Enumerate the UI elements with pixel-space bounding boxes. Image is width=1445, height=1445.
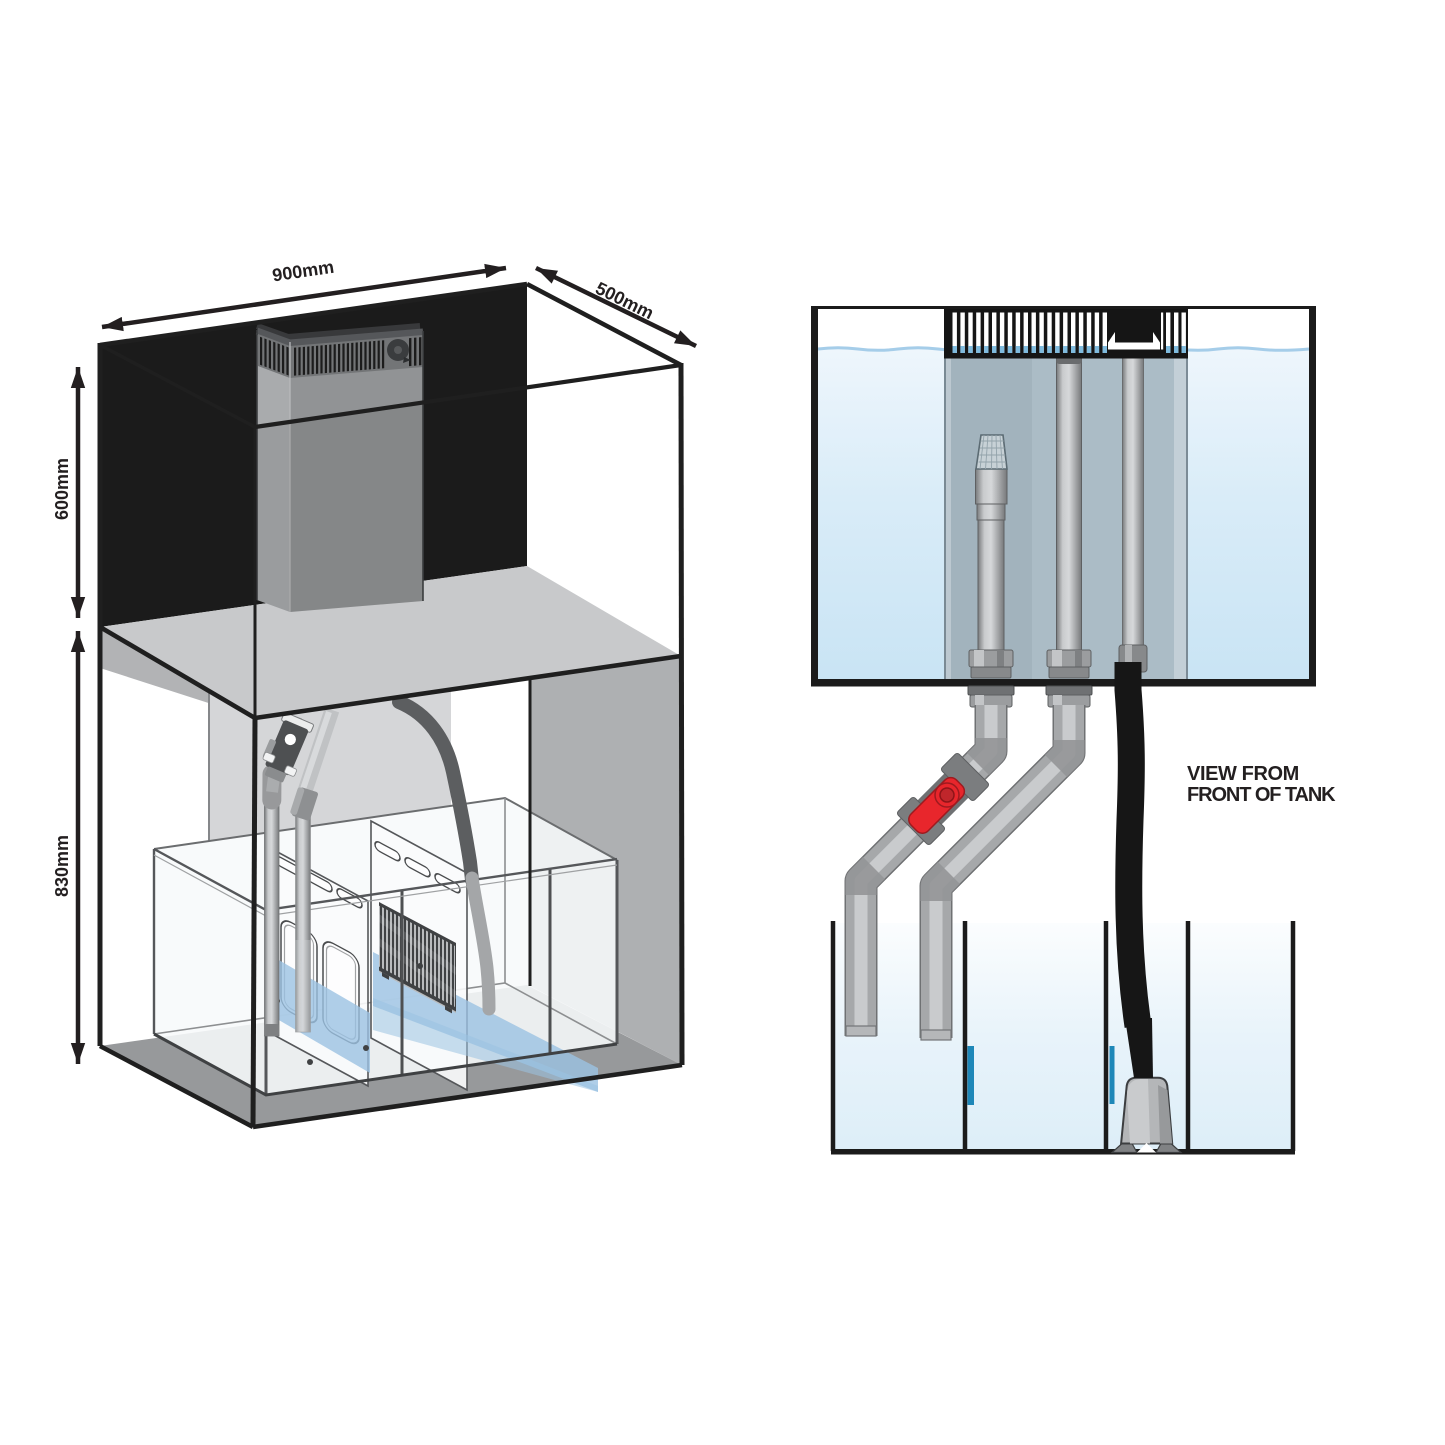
svg-text:600mm: 600mm [52,458,72,520]
svg-text:830mm: 830mm [52,835,72,897]
svg-text:VIEW FROM: VIEW FROM [1187,763,1299,785]
svg-text:FRONT OF TANK: FRONT OF TANK [1187,784,1336,806]
